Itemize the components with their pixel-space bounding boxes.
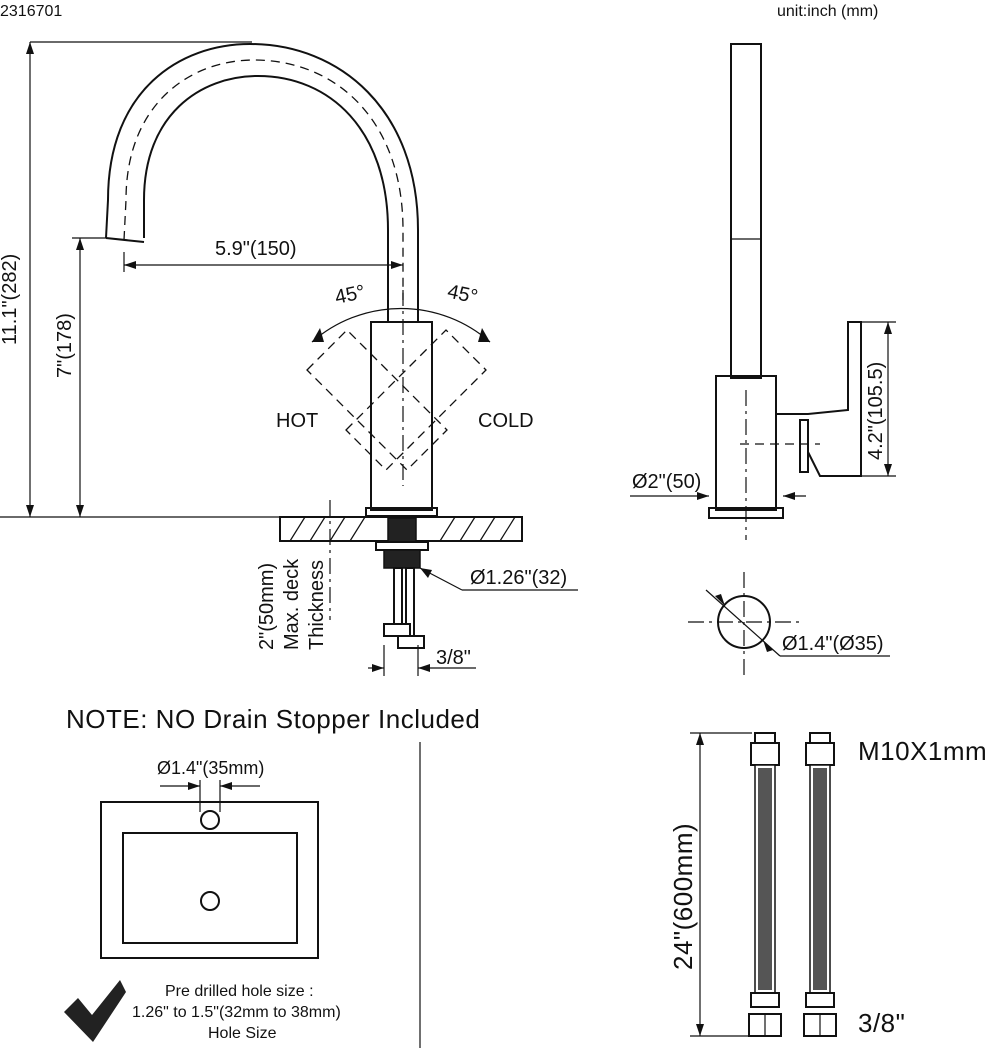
checkmark-icon bbox=[64, 980, 126, 1042]
predrilled-line-1: Pre drilled hole size : bbox=[165, 983, 314, 1000]
base-diameter-label: Ø2"(50) bbox=[632, 471, 701, 493]
top-view-circle bbox=[688, 572, 890, 676]
side-view-faucet bbox=[105, 42, 491, 517]
connector-size-label: 3/8" bbox=[436, 647, 471, 669]
hose-length-label: 24"(600mm) bbox=[668, 823, 698, 970]
handle-height-label: 4.2"(105.5) bbox=[865, 362, 887, 460]
thread-bottom-label: 3/8" bbox=[858, 1008, 905, 1038]
total-height-label: 11.1"(282) bbox=[0, 254, 21, 345]
sink-diagram bbox=[100, 780, 319, 959]
unit-label: unit:inch (mm) bbox=[777, 3, 878, 20]
cold-label: COLD bbox=[478, 410, 534, 432]
sink-hole-label: Ø1.4"(35mm) bbox=[157, 758, 264, 778]
deck-thickness-label: 2"(50mm) Max. deck Thickness bbox=[256, 558, 328, 650]
total-height-dimension bbox=[26, 41, 252, 517]
thread-top-label: M10X1mm bbox=[858, 736, 987, 766]
svg-text:Max. deck: Max. deck bbox=[281, 558, 303, 650]
front-view-faucet bbox=[708, 43, 862, 540]
rotation-left-label: 45° bbox=[333, 281, 367, 309]
predrilled-line-3: Hole Size bbox=[208, 1025, 277, 1042]
shank-leader bbox=[419, 567, 578, 591]
spout-height-label: 7"(178) bbox=[54, 313, 76, 378]
deck-section bbox=[0, 500, 523, 649]
model-number: 2316701 bbox=[0, 3, 62, 20]
hose-length-dimension bbox=[690, 732, 752, 1037]
spout-height-dimension bbox=[72, 237, 106, 517]
rotation-right-label: 45° bbox=[445, 281, 479, 309]
note-heading: NOTE: NO Drain Stopper Included bbox=[66, 704, 480, 734]
shank-diameter-label: Ø1.26"(32) bbox=[470, 567, 567, 589]
predrilled-line-2: 1.26" to 1.5"(32mm to 38mm) bbox=[132, 1004, 341, 1021]
base-diameter-dimension bbox=[630, 492, 806, 500]
svg-text:Thickness: Thickness bbox=[306, 560, 328, 650]
handle-height-dimension bbox=[852, 321, 896, 477]
top-diameter-label: Ø1.4"(Ø35) bbox=[782, 633, 884, 655]
spout-reach-dimension bbox=[123, 252, 403, 272]
svg-text:2"(50mm): 2"(50mm) bbox=[256, 563, 278, 650]
hose-left bbox=[748, 732, 782, 1037]
hot-label: HOT bbox=[276, 410, 318, 432]
connector-dimension bbox=[368, 645, 476, 676]
hose-right bbox=[803, 732, 837, 1037]
spout-reach-label: 5.9"(150) bbox=[215, 238, 297, 260]
